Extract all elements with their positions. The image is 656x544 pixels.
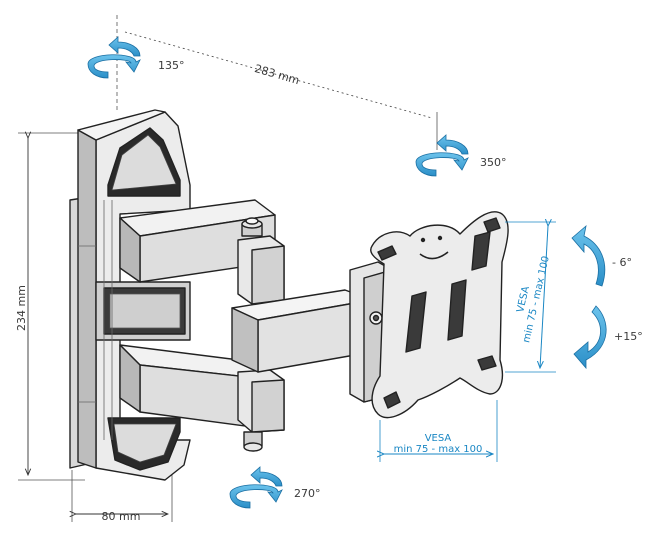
head-swivel-label: 350° [480, 156, 507, 169]
vesa-bottom-title: VESA [425, 433, 452, 444]
upper-arm [119, 199, 285, 305]
lower-arm [119, 344, 285, 452]
rotate-arrow-icon-head [415, 134, 469, 177]
rotate-arrow-icon-top [87, 36, 141, 79]
tilt-up-label: - 6° [612, 256, 632, 269]
depth-dimension-label: 80 mm [102, 510, 141, 523]
arm-swivel-label: 135° [158, 59, 185, 72]
wall-plate [69, 109, 191, 481]
dimension-lines [18, 15, 438, 522]
rotate-arrow-icon-bottom [229, 466, 283, 509]
vesa-measure-lines [380, 222, 556, 462]
height-dimension-label: 234 mm [15, 285, 28, 331]
vesa-plate [370, 211, 509, 419]
tilt-up-arrow-icon [571, 224, 606, 287]
width-dimension-label: 283 mm [253, 62, 301, 87]
forearm [231, 289, 373, 373]
wall-swivel-label: 270° [294, 487, 321, 500]
tilt-down-label: +15° [614, 330, 643, 343]
tilt-down-arrow-icon [573, 305, 607, 370]
vesa-bottom-range: min 75 - max 100 [394, 444, 483, 455]
